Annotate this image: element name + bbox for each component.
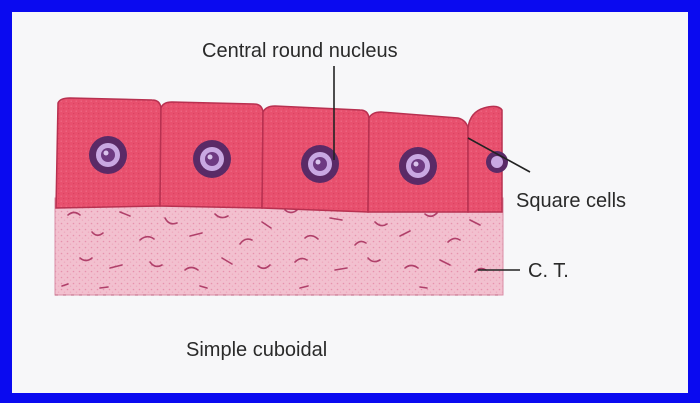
square-cells-label: Square cells <box>516 190 626 212</box>
connective-tissue-label: C. T. <box>528 260 569 282</box>
nucleus-4 <box>399 147 437 185</box>
nucleus-1 <box>89 136 127 174</box>
nucleus-label: Central round nucleus <box>202 40 398 62</box>
diagram-title: Simple cuboidal <box>186 339 327 361</box>
nucleus-2 <box>193 140 231 178</box>
